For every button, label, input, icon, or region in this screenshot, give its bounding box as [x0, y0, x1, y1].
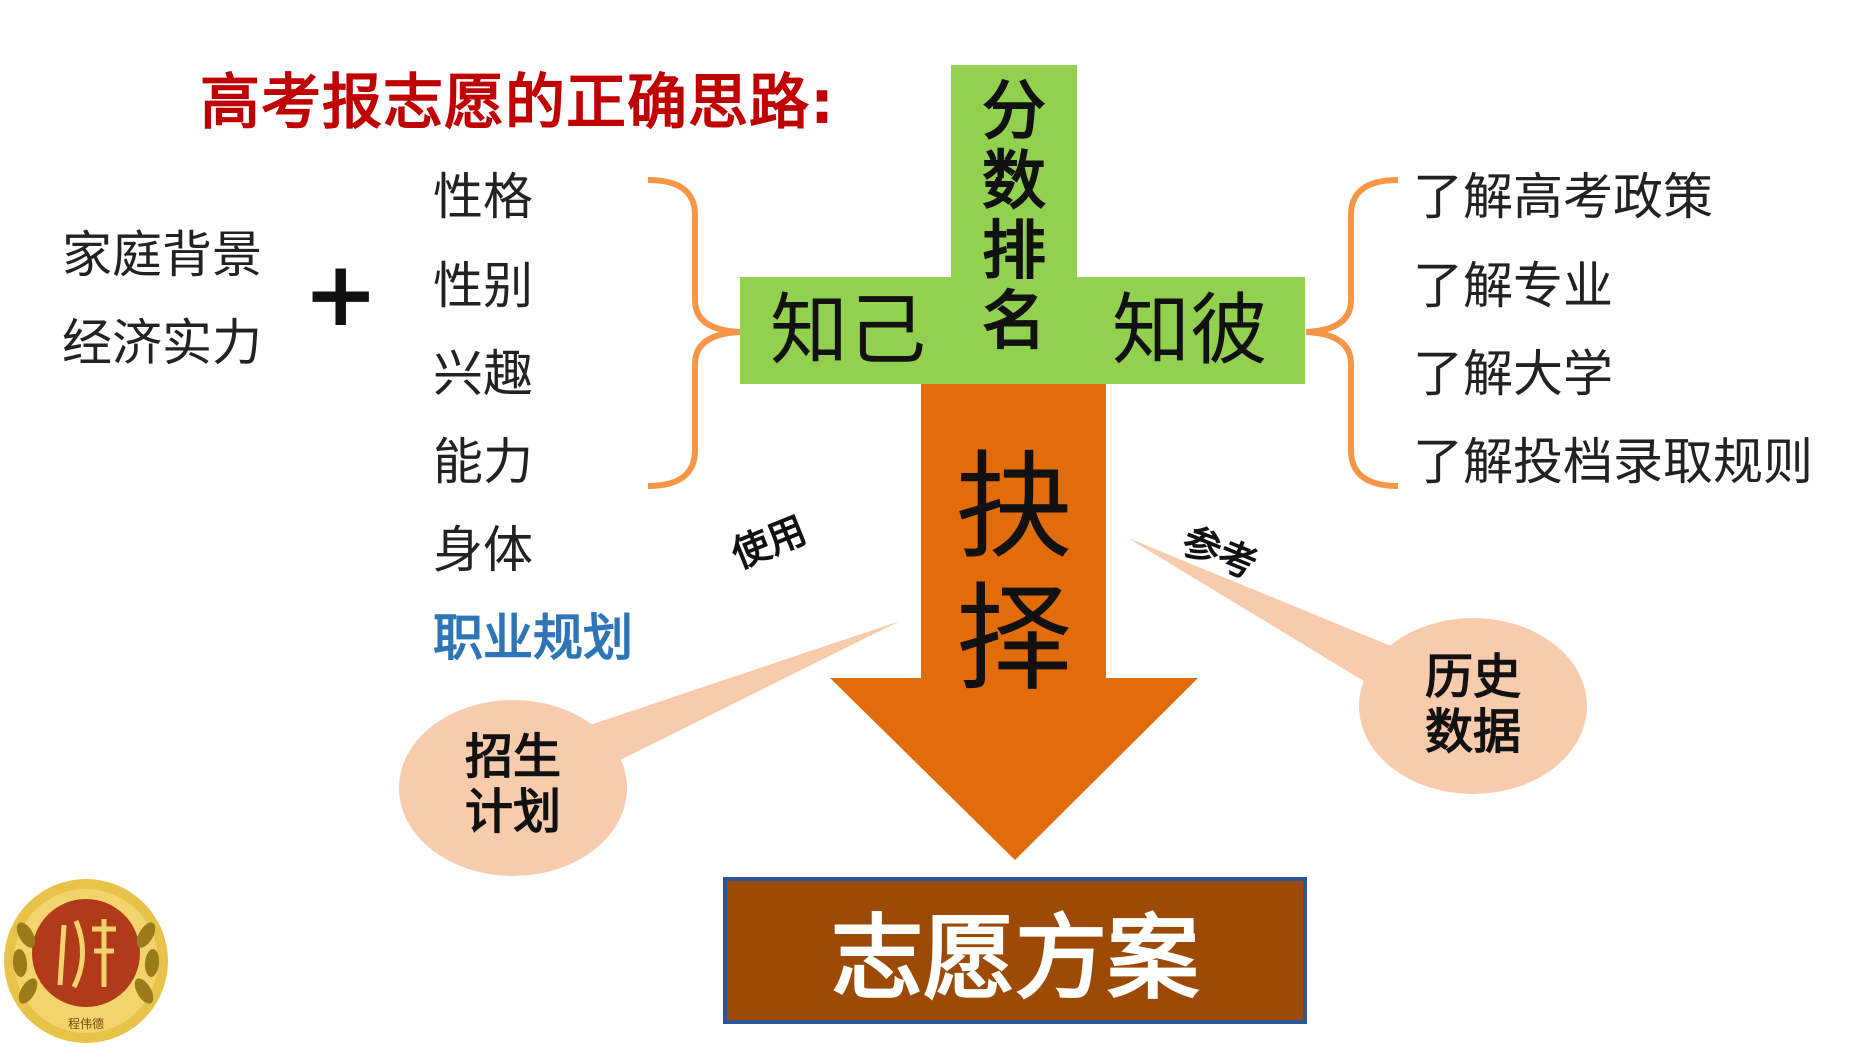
left-bubble: [399, 700, 627, 876]
right-item-policy: 了解高考政策: [1413, 168, 1713, 226]
score-char-2: 数: [982, 145, 1046, 219]
result-box: 志愿方案: [723, 877, 1307, 1024]
right-item-major: 了解专业: [1413, 257, 1613, 315]
score-char-1: 分: [982, 75, 1046, 149]
trait-health: 身体: [433, 521, 533, 579]
right-bubble-tail: [1128, 538, 1430, 700]
enrollment-plan-label: 招生 计划: [455, 729, 571, 841]
result-label: 志愿方案: [830, 905, 1199, 1012]
logo-caption: 程伟德: [67, 1017, 104, 1031]
score-ranking-label: 分 数 排 名: [951, 80, 1077, 360]
economic-strength-label: 经济实力: [62, 314, 262, 372]
emblem-logo-icon: 程伟德: [0, 875, 172, 1043]
trait-ability: 能力: [433, 433, 533, 491]
score-char-3: 排: [982, 215, 1046, 289]
historical-data-line-1: 历史: [1424, 649, 1521, 705]
trait-gender: 性别: [433, 257, 533, 315]
family-background-label: 家庭背景: [62, 226, 262, 284]
score-char-4: 名: [982, 285, 1046, 359]
page-title: 高考报志愿的正确思路:: [200, 68, 835, 138]
enrollment-plan-line-1: 招生: [464, 729, 561, 785]
choice-char-2: 择: [956, 572, 1072, 707]
trait-interest: 兴趣: [433, 345, 533, 403]
right-bubble: [1359, 618, 1587, 794]
know-others-label: 知彼: [1112, 286, 1269, 376]
choice-label: 抉 择: [939, 450, 1089, 714]
left-bubble-tail: [560, 621, 900, 770]
historical-data-line-2: 数据: [1424, 704, 1521, 761]
choice-arrow: [830, 384, 1198, 860]
trait-personality: 性格: [433, 168, 533, 226]
enrollment-plan-line-2: 计划: [464, 784, 561, 841]
right-item-university: 了解大学: [1413, 345, 1613, 403]
cross-vertical-bar: [951, 65, 1077, 384]
choice-char-1: 抉: [956, 440, 1072, 575]
left-brace: [647, 177, 741, 489]
know-yourself-label: 知己: [770, 286, 927, 376]
plus-sign: +: [303, 242, 379, 347]
right-brace: [1305, 177, 1399, 489]
trait-career-planning: 职业规划: [433, 609, 633, 667]
right-item-admission-rules: 了解投档录取规则: [1413, 433, 1813, 491]
historical-data-label: 历史 数据: [1415, 649, 1531, 761]
